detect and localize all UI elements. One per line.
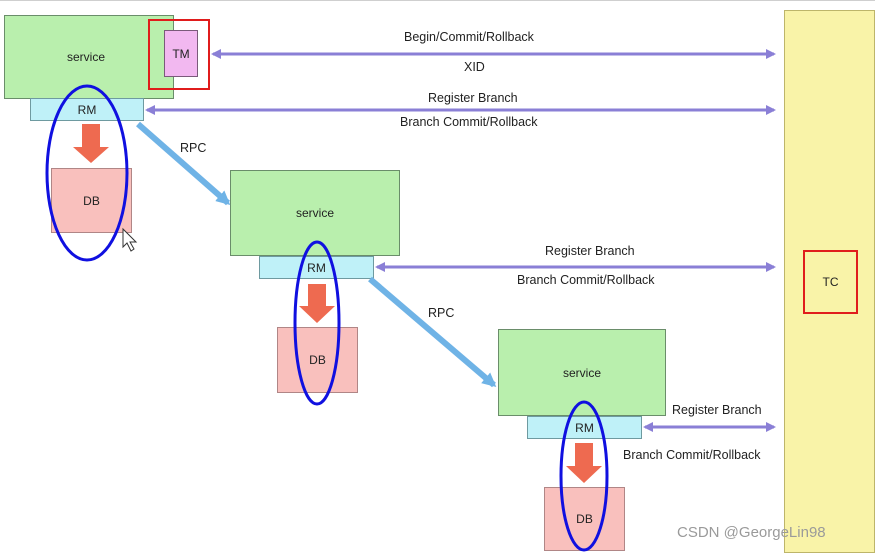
rm-label-2: RM xyxy=(307,260,326,275)
db-label-1: DB xyxy=(83,193,100,208)
tm-node: TM xyxy=(164,30,198,77)
rm2-db-arrow xyxy=(299,284,335,323)
db-label-2: DB xyxy=(309,353,326,367)
service-label-2: service xyxy=(295,206,334,220)
rpc-arrow-1 xyxy=(136,121,231,206)
service-label-1: service xyxy=(67,50,106,64)
rm1-db-arrow xyxy=(73,124,109,163)
highlight-ellipse-2 xyxy=(293,240,341,406)
rpc-label-2: RPC xyxy=(428,306,455,320)
tm-tc-label-bottom: XID xyxy=(464,60,485,74)
watermark: CSDN @GeorgeLin98 xyxy=(677,524,826,541)
rm3-db-arrow xyxy=(566,443,602,483)
rm3-tc-label-bottom: Branch Commit/Rollback xyxy=(623,448,761,462)
rm2-tc-label-top: Register Branch xyxy=(545,244,635,258)
rpc-arrow-2 xyxy=(368,276,497,388)
highlight-ellipse-3 xyxy=(559,400,609,552)
rpc-label-1: RPC xyxy=(180,141,207,155)
top-border xyxy=(0,0,875,1)
rm-node-2: RM xyxy=(259,256,374,279)
rm1-tc-label-bottom: Branch Commit/Rollback xyxy=(400,115,538,129)
db-node-3: DB xyxy=(544,487,625,551)
tm-label: TM xyxy=(172,46,190,61)
service-node-3: service xyxy=(498,329,666,416)
db-label-3: DB xyxy=(576,512,593,526)
tc-node: TC xyxy=(804,251,857,313)
rm-label-3: RM xyxy=(575,420,594,435)
highlight-ellipse-1 xyxy=(45,84,129,262)
mouse-cursor-icon xyxy=(122,227,138,252)
tc-label: TC xyxy=(822,275,839,289)
rm-node-3: RM xyxy=(527,416,642,439)
tc-panel xyxy=(784,10,875,553)
service-label-3: service xyxy=(562,365,601,380)
tm-highlight-frame xyxy=(148,19,210,90)
rm2-tc-label-bottom: Branch Commit/Rollback xyxy=(517,273,655,287)
rm3-tc-label-top: Register Branch xyxy=(672,403,762,417)
rm1-tc-label-top: Register Branch xyxy=(428,91,518,105)
db-node-2: DB xyxy=(277,327,358,393)
tc-highlight-frame xyxy=(803,250,858,314)
tm-tc-label-top: Begin/Commit/Rollback xyxy=(404,30,534,44)
rm-label-1: RM xyxy=(77,102,97,117)
